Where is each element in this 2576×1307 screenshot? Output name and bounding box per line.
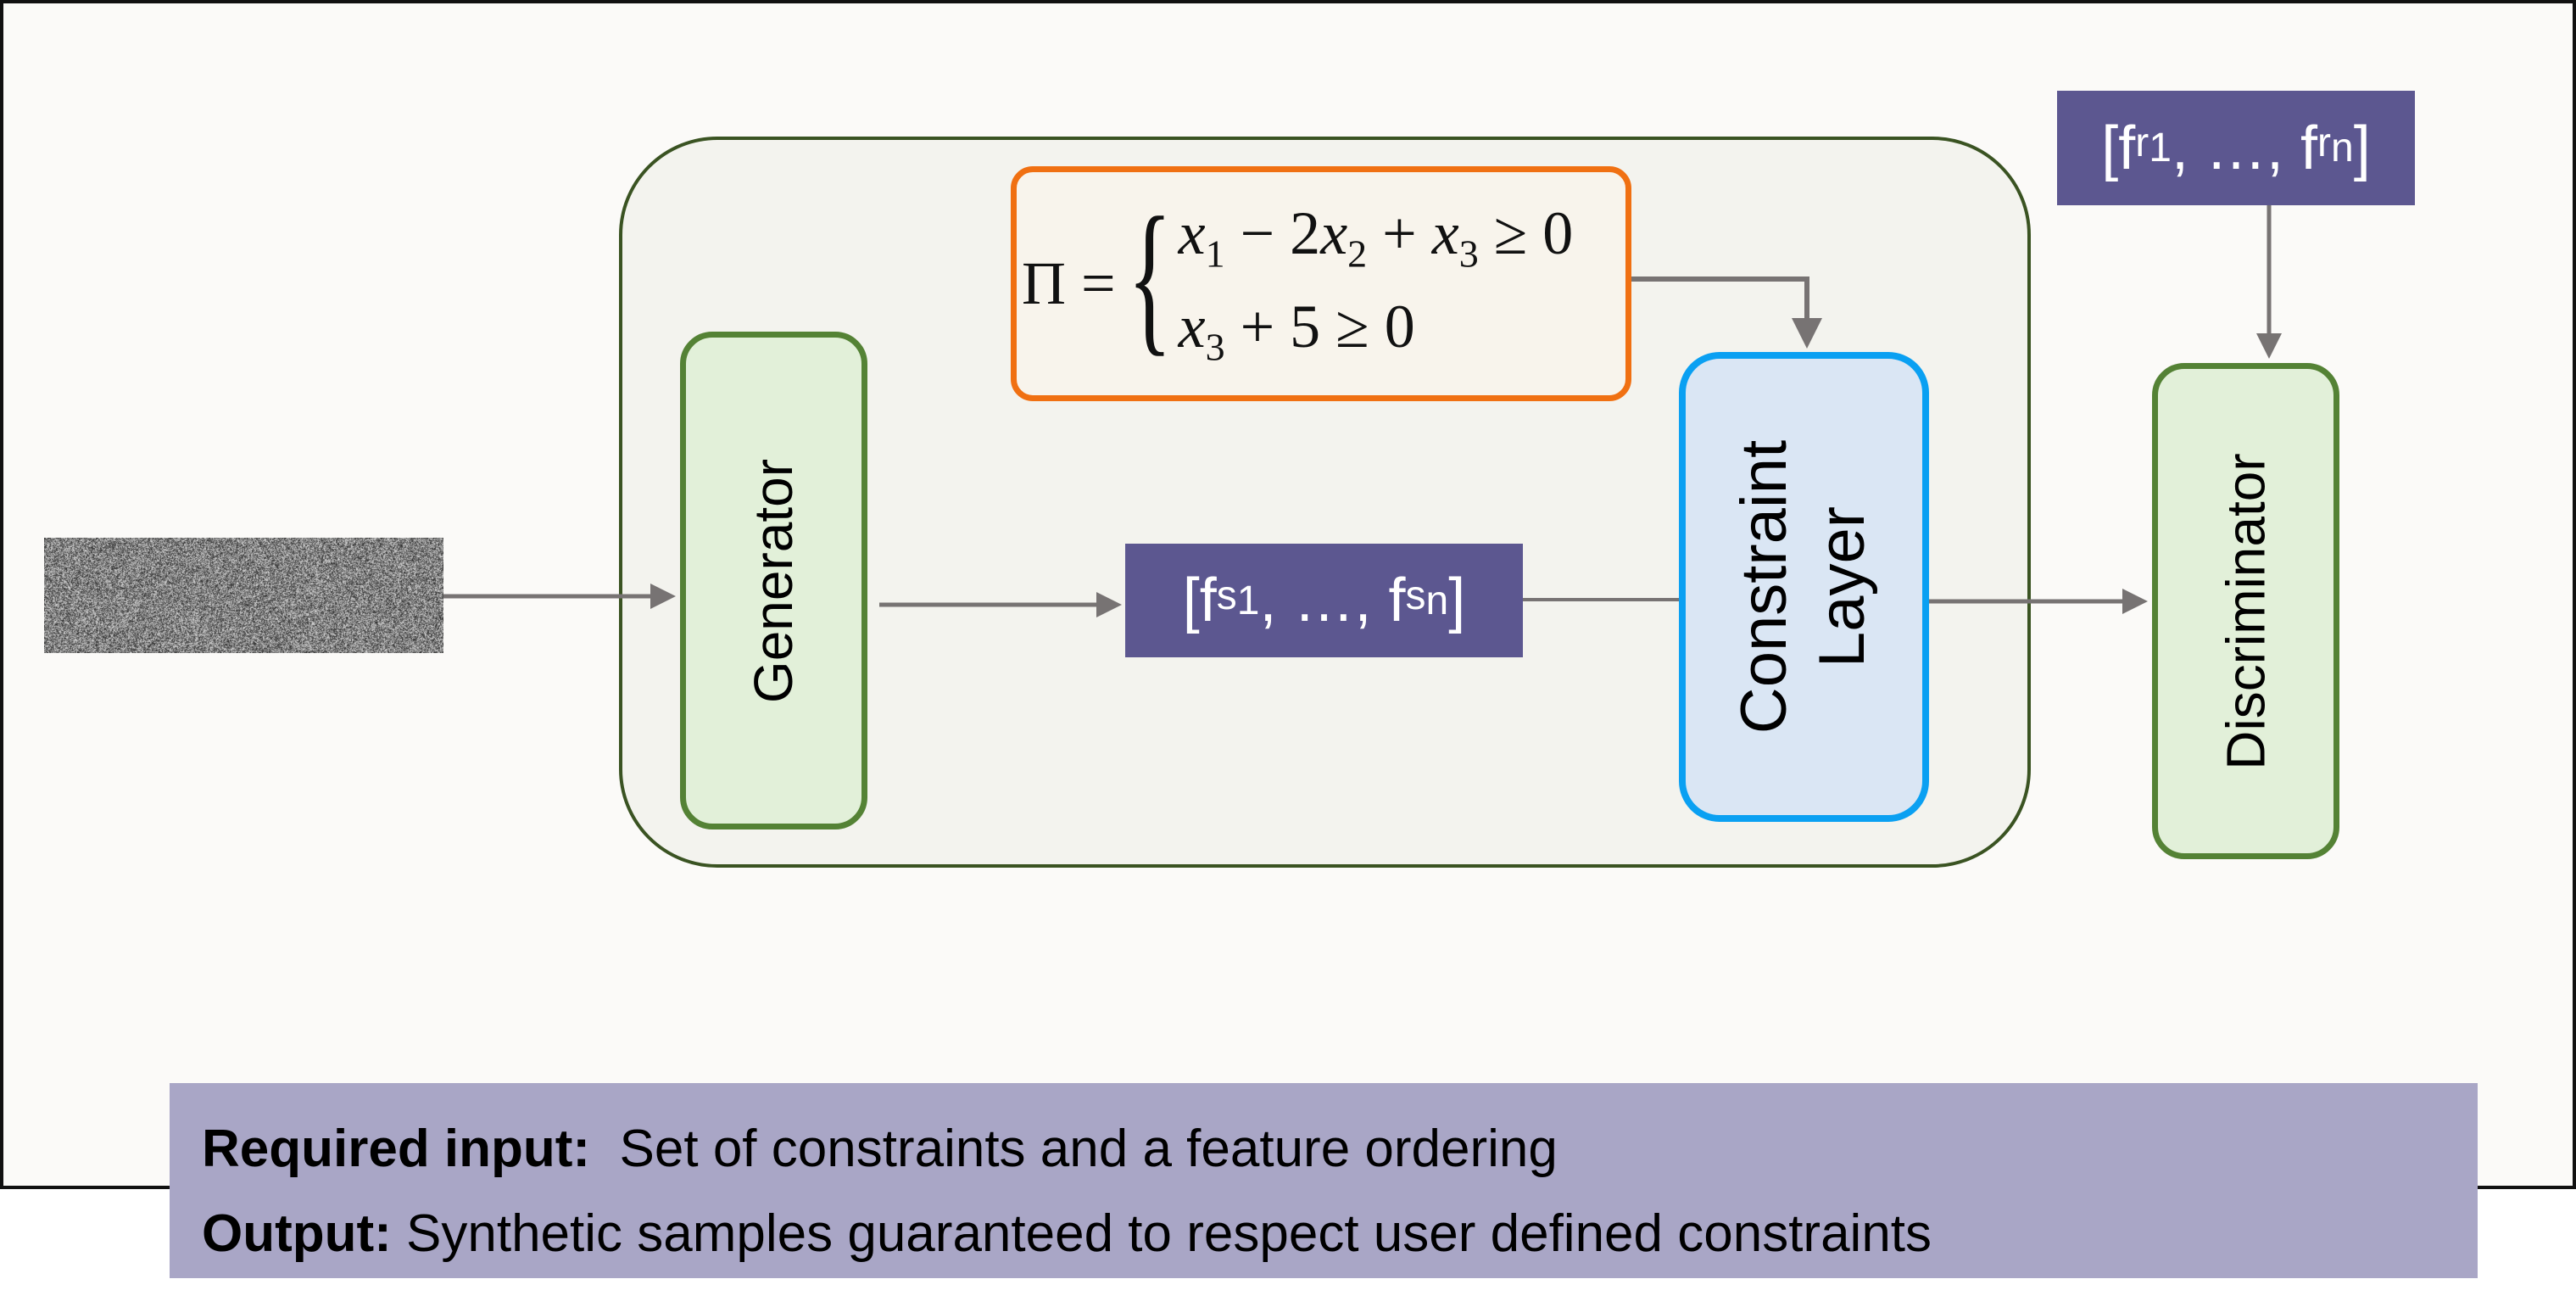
output-line: Output: Synthetic samples guaranteed to … [202,1192,2478,1276]
arrow-formula-to-constraint [1631,279,1807,344]
required-input-line: Required input: Set of constraints and a… [202,1107,2478,1192]
summary-box: Required input: Set of constraints and a… [170,1083,2478,1278]
